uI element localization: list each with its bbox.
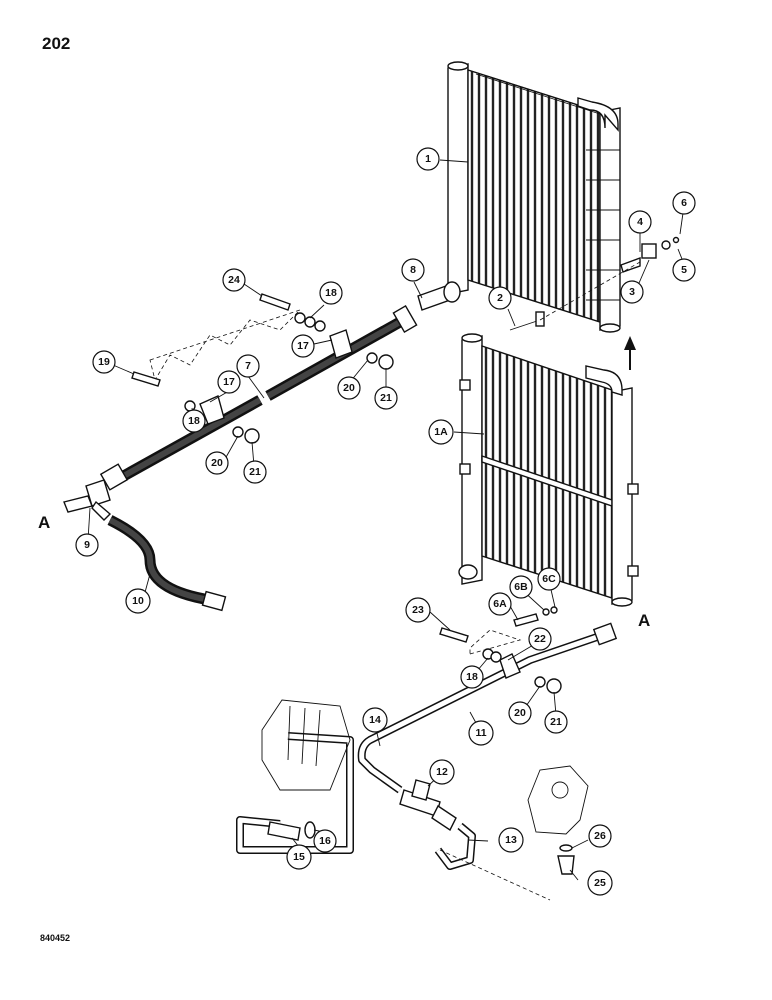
svg-text:26: 26 [594, 830, 606, 842]
page-number: 202 [42, 34, 71, 53]
svg-text:6C: 6C [542, 573, 556, 585]
svg-text:20: 20 [343, 382, 355, 394]
leader-lines [87, 159, 685, 881]
callout-21a: 21 [243, 460, 267, 484]
svg-text:22: 22 [534, 633, 546, 645]
svg-text:20: 20 [514, 707, 526, 719]
callout-26: 26 [588, 824, 612, 848]
oil-cooler-upper [447, 61, 621, 333]
callout-18a: 18 [319, 281, 343, 305]
callout-20a: 20 [205, 451, 229, 475]
callout-8: 8 [401, 258, 425, 282]
up-arrow [624, 336, 636, 370]
connection-label-left: A [38, 513, 50, 532]
svg-text:25: 25 [594, 877, 606, 889]
svg-text:21: 21 [380, 392, 392, 404]
callout-14: 14 [362, 707, 388, 733]
callout-19: 19 [92, 350, 116, 374]
callout-21c: 21 [544, 710, 568, 734]
callout-6: 6 [672, 191, 696, 215]
svg-text:8: 8 [410, 264, 416, 276]
svg-text:1: 1 [425, 153, 431, 165]
callout-4: 4 [628, 210, 652, 234]
callout-9: 9 [75, 533, 99, 557]
svg-text:10: 10 [132, 595, 144, 607]
svg-text:18: 18 [466, 671, 478, 683]
svg-text:18: 18 [188, 415, 200, 427]
svg-text:2: 2 [497, 292, 503, 304]
svg-text:5: 5 [681, 264, 687, 276]
callout-24: 24 [222, 268, 246, 292]
svg-text:17: 17 [223, 376, 235, 388]
svg-text:18: 18 [325, 287, 337, 299]
callout-18c: 18 [460, 665, 484, 689]
drawing-id: 840452 [40, 933, 71, 943]
svg-text:3: 3 [629, 286, 635, 298]
svg-text:15: 15 [293, 851, 305, 863]
svg-text:13: 13 [505, 834, 517, 846]
svg-text:12: 12 [436, 766, 448, 778]
svg-text:21: 21 [249, 466, 261, 478]
callout-6c: 6C [537, 567, 561, 591]
tee-fitting [63, 479, 112, 521]
oil-cooler-lower [458, 333, 639, 607]
svg-text:24: 24 [228, 274, 240, 286]
cooler-mount-hardware [509, 236, 680, 331]
callout-3: 3 [620, 280, 644, 304]
svg-text:16: 16 [319, 835, 331, 847]
svg-text:6A: 6A [493, 598, 507, 610]
callout-21b: 21 [374, 386, 398, 410]
svg-text:9: 9 [84, 539, 90, 551]
callout-17b: 17 [291, 334, 315, 358]
callout-2: 2 [488, 286, 512, 310]
cooler-hose-assembly [99, 281, 461, 491]
svg-text:1A: 1A [434, 426, 448, 438]
svg-text:14: 14 [369, 714, 381, 726]
callout-20b: 20 [337, 376, 361, 400]
svg-text:23: 23 [412, 604, 424, 616]
callout-20c: 20 [508, 701, 532, 725]
svg-text:21: 21 [550, 716, 562, 728]
svg-text:20: 20 [211, 457, 223, 469]
callout-10: 10 [125, 588, 151, 614]
callout-1a: 1A [428, 419, 454, 445]
callout-23: 23 [405, 597, 431, 623]
hose-10 [107, 515, 227, 612]
callout-6a: 6A [488, 592, 512, 616]
svg-text:6B: 6B [514, 581, 528, 593]
callout-1: 1 [416, 147, 440, 171]
callout-22: 22 [528, 627, 552, 651]
svg-text:17: 17 [297, 340, 309, 352]
svg-text:19: 19 [98, 356, 110, 368]
callout-11: 11 [468, 720, 494, 746]
callout-16: 16 [313, 829, 337, 853]
svg-text:6: 6 [681, 197, 687, 209]
svg-text:4: 4 [637, 216, 643, 228]
callout-12: 12 [429, 759, 455, 785]
callout-13: 13 [498, 827, 524, 853]
callout-25: 25 [587, 870, 613, 896]
callout-5: 5 [672, 258, 696, 282]
svg-text:11: 11 [475, 727, 486, 739]
svg-text:7: 7 [245, 360, 251, 372]
connection-label-right: A [638, 611, 650, 630]
callout-6b: 6B [509, 575, 533, 599]
lower-tubing [236, 606, 618, 901]
callout-18b: 18 [182, 409, 206, 433]
callout-17a: 17 [217, 370, 241, 394]
callout-7: 7 [236, 354, 260, 378]
callout-15: 15 [286, 844, 312, 870]
